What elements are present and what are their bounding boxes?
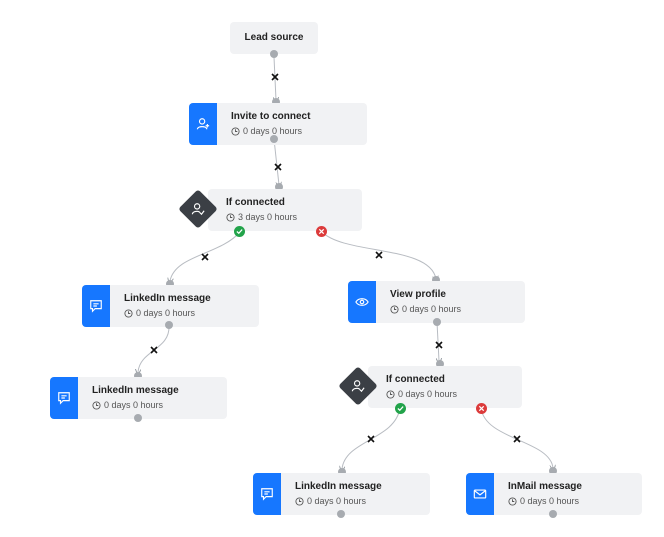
input-port[interactable]	[272, 98, 280, 106]
node-duration: 3 days 0 hours	[226, 212, 297, 222]
duration-text: 0 days 0 hours	[398, 389, 458, 399]
node-title: InMail message	[508, 481, 582, 492]
delete-edge-icon[interactable]	[374, 250, 384, 260]
clock-icon	[231, 126, 240, 136]
duration-text: 0 days 0 hours	[402, 304, 462, 314]
node-duration: 0 days 0 hours	[231, 126, 302, 136]
duration-text: 0 days 0 hours	[104, 400, 164, 410]
duration-text: 0 days 0 hours	[520, 496, 580, 506]
duration-text: 0 days 0 hours	[307, 496, 367, 506]
delete-edge-icon[interactable]	[270, 72, 280, 82]
delete-edge-icon[interactable]	[149, 345, 159, 355]
output-port[interactable]	[165, 321, 173, 329]
duration-text: 0 days 0 hours	[136, 308, 196, 318]
delete-edge-icon[interactable]	[512, 434, 522, 444]
node-title: View profile	[390, 289, 446, 300]
output-port[interactable]	[433, 318, 441, 326]
node-lead-source[interactable]: Lead source	[230, 22, 318, 54]
node-duration: 0 days 0 hours	[124, 308, 195, 318]
node-title: LinkedIn message	[124, 293, 211, 304]
no-branch-icon[interactable]	[316, 226, 327, 237]
eye-icon	[348, 281, 376, 323]
clock-icon	[508, 496, 517, 506]
delete-edge-icon[interactable]	[200, 252, 210, 262]
yes-branch-icon[interactable]	[234, 226, 245, 237]
clock-icon	[386, 389, 395, 399]
input-port[interactable]	[549, 467, 557, 475]
node-title: If connected	[386, 374, 445, 385]
output-port[interactable]	[270, 50, 278, 58]
node-title: Invite to connect	[231, 111, 311, 122]
add-user-icon	[189, 103, 217, 145]
duration-text: 0 days 0 hours	[243, 126, 303, 136]
clock-icon	[92, 400, 101, 410]
node-linkedin-message-1[interactable]: LinkedIn message 0 days 0 hours	[82, 285, 259, 327]
mail-icon	[466, 473, 494, 515]
yes-branch-icon[interactable]	[395, 403, 406, 414]
node-view-profile[interactable]: View profile 0 days 0 hours	[348, 281, 525, 323]
delete-edge-icon[interactable]	[273, 162, 283, 172]
node-title: Lead source	[244, 32, 304, 43]
node-title: If connected	[226, 197, 285, 208]
clock-icon	[390, 304, 399, 314]
node-linkedin-message-3[interactable]: LinkedIn message 0 days 0 hours	[253, 473, 430, 515]
delete-edge-icon[interactable]	[366, 434, 376, 444]
output-port[interactable]	[270, 135, 278, 143]
output-port[interactable]	[337, 510, 345, 518]
node-if-connected-2[interactable]: If connected 0 days 0 hours	[368, 366, 522, 408]
input-port[interactable]	[134, 372, 142, 380]
node-duration: 0 days 0 hours	[92, 400, 163, 410]
duration-text: 3 days 0 hours	[238, 212, 298, 222]
node-linkedin-message-2[interactable]: LinkedIn message 0 days 0 hours	[50, 377, 227, 419]
input-port[interactable]	[432, 276, 440, 284]
clock-icon	[226, 212, 235, 222]
chat-icon	[253, 473, 281, 515]
node-if-connected-1[interactable]: If connected 3 days 0 hours	[208, 189, 362, 231]
input-port[interactable]	[436, 360, 444, 368]
no-branch-icon[interactable]	[476, 403, 487, 414]
chat-icon	[82, 285, 110, 327]
input-port[interactable]	[275, 183, 283, 191]
delete-edge-icon[interactable]	[434, 340, 444, 350]
input-port[interactable]	[166, 280, 174, 288]
node-duration: 0 days 0 hours	[508, 496, 579, 506]
node-title: LinkedIn message	[92, 385, 179, 396]
node-duration: 0 days 0 hours	[390, 304, 461, 314]
node-duration: 0 days 0 hours	[295, 496, 366, 506]
clock-icon	[295, 496, 304, 506]
node-title: LinkedIn message	[295, 481, 382, 492]
node-invite-to-connect[interactable]: Invite to connect 0 days 0 hours	[189, 103, 367, 145]
user-check-icon	[338, 366, 378, 406]
output-port[interactable]	[549, 510, 557, 518]
node-inmail-message[interactable]: InMail message 0 days 0 hours	[466, 473, 642, 515]
node-duration: 0 days 0 hours	[386, 389, 457, 399]
input-port[interactable]	[338, 468, 346, 476]
user-check-icon	[178, 189, 218, 229]
chat-icon	[50, 377, 78, 419]
clock-icon	[124, 308, 133, 318]
output-port[interactable]	[134, 414, 142, 422]
